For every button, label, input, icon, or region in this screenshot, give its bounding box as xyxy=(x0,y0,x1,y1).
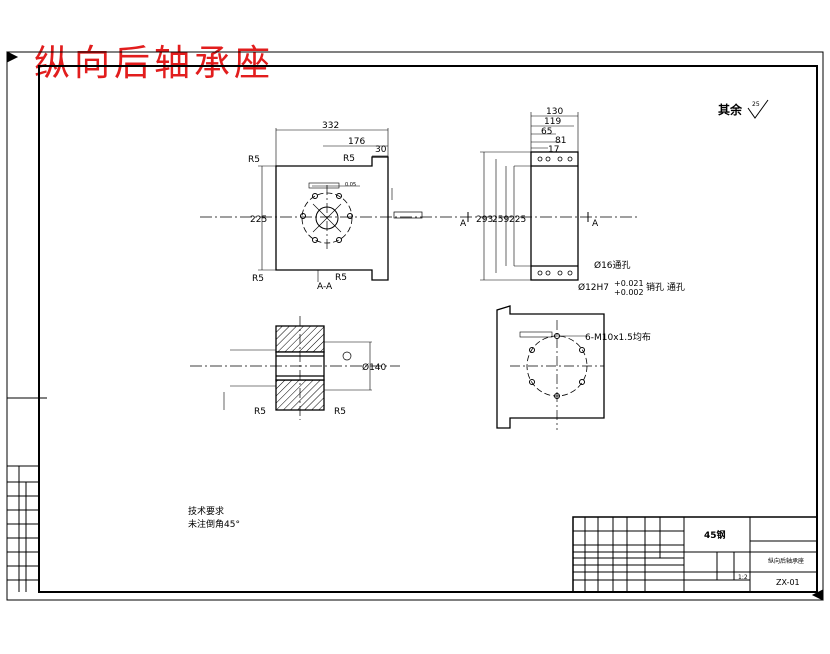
section-radius-left: R5 xyxy=(254,407,266,417)
material: 45钢 xyxy=(704,529,726,541)
dim-130: 130 xyxy=(546,107,563,117)
dim-176: 176 xyxy=(348,137,365,147)
hole-note-pin: 销孔 通孔 xyxy=(646,281,685,293)
dim-259: 259 xyxy=(492,215,509,225)
dim-225-side: 225 xyxy=(509,215,526,225)
section-radius-right: R5 xyxy=(334,407,346,417)
sheet-border xyxy=(6,51,824,601)
tech-req-line1: 未注倒角45° xyxy=(188,518,240,530)
bottom-view-labels: 6-M10x1.5均布 xyxy=(585,331,651,343)
title-block-text: 45钢 纵向后轴承座 ZX-01 1:2 xyxy=(704,529,804,587)
hole-note-12h7: Ø12H7 xyxy=(578,282,609,293)
title-block xyxy=(572,516,818,593)
front-view-labels: 332 176 30 225 R5 R5 R5 R5 A-A 0.05 xyxy=(248,121,387,292)
dim-81: 81 xyxy=(555,136,566,146)
part-name: 纵向后轴承座 xyxy=(768,557,804,565)
front-view xyxy=(200,128,440,282)
drawing-number: ZX-01 xyxy=(776,578,800,587)
side-view-labels: 130 119 65 81 17 293 259 225 A A Ø16通孔 Ø… xyxy=(460,107,685,297)
hole-note-16: Ø16通孔 xyxy=(594,260,631,271)
hole-tol-upper: +0.021 xyxy=(614,279,644,288)
dim-332: 332 xyxy=(322,121,339,131)
section-view-labels: Ø140 R5 R5 xyxy=(254,362,387,417)
roughness-label: 其余 xyxy=(718,102,743,117)
roughness-value: 25 xyxy=(752,101,760,108)
hole-tol-lower: +0.002 xyxy=(614,288,644,297)
tolerance-note: 0.05 xyxy=(345,182,356,188)
drawing-title: 纵向后轴承座 xyxy=(34,43,275,84)
side-view xyxy=(440,112,640,281)
dim-293: 293 xyxy=(476,215,493,225)
section-mark-left: A xyxy=(460,219,467,229)
radius-top-left: R5 xyxy=(248,155,260,165)
thread-note: 6-M10x1.5均布 xyxy=(585,331,651,343)
left-margin-stamps xyxy=(7,397,47,592)
dim-diameter-140: Ø140 xyxy=(362,362,387,373)
section-mark-right: A xyxy=(592,219,599,229)
dim-225-front: 225 xyxy=(250,215,267,225)
radius-bottom-mid: R5 xyxy=(335,273,347,283)
dim-65: 65 xyxy=(541,127,552,137)
roughness-note: 其余 25 xyxy=(718,99,769,119)
radius-top-mid: R5 xyxy=(343,154,355,164)
tech-req-heading: 技术要求 xyxy=(188,505,224,517)
scale: 1:2 xyxy=(738,574,748,581)
radius-bottom-left: R5 xyxy=(252,274,264,284)
bottom-view xyxy=(496,305,605,430)
dim-17: 17 xyxy=(548,145,559,155)
section-view xyxy=(190,316,400,420)
dim-119: 119 xyxy=(544,117,561,127)
tech-requirements: 技术要求 未注倒角45° xyxy=(188,505,240,530)
dim-30: 30 xyxy=(375,145,387,155)
section-label-aa: A-A xyxy=(317,282,333,292)
